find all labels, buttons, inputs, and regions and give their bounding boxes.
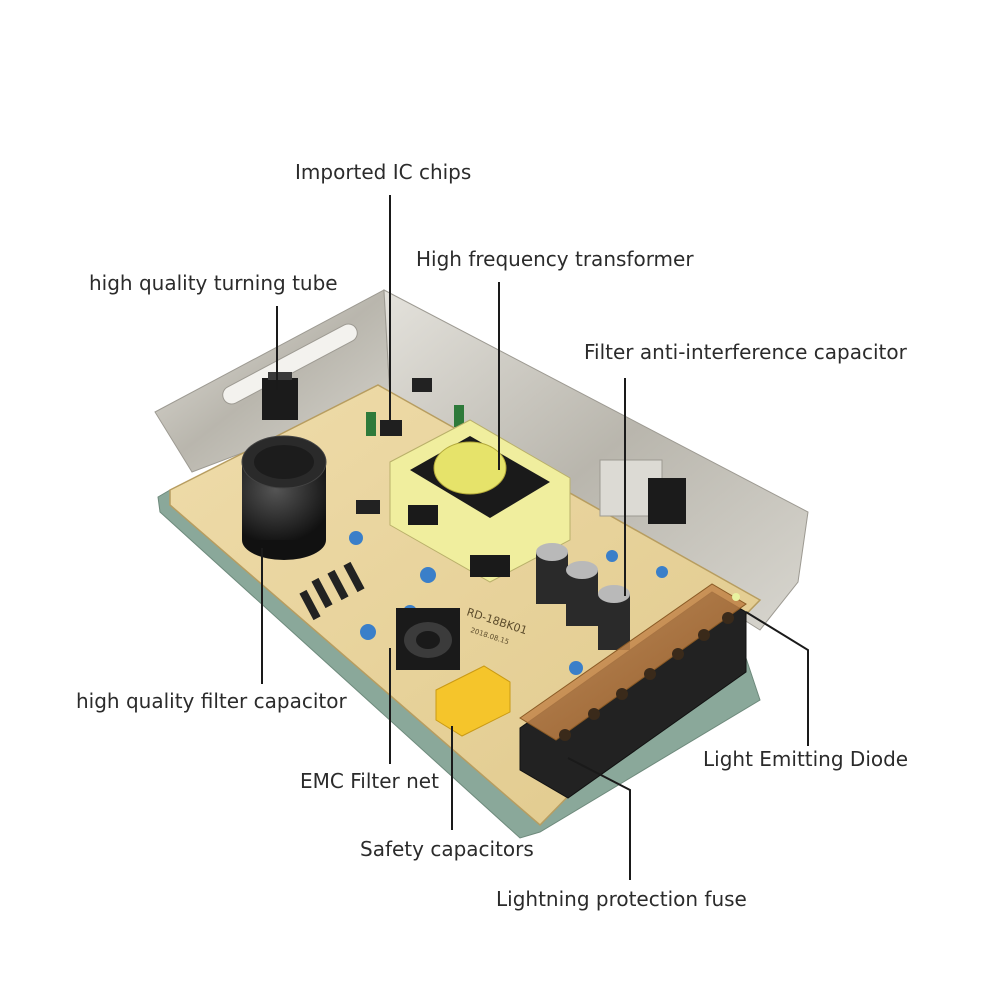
callout-line-fuse — [567, 757, 631, 880]
terminal-cover-part — [519, 583, 747, 741]
callout-emc-filter: EMC Filter net — [300, 769, 439, 793]
callout-fuse: Lightning protection fuse — [496, 887, 747, 911]
callout-ic-chips: Imported IC chips — [295, 160, 472, 184]
callout-turning-tube: high quality turning tube — [89, 271, 338, 295]
callout-filter-anti-interference: Filter anti-interference capacitor — [584, 340, 907, 364]
led-part — [732, 593, 740, 601]
callout-transformer: High frequency transformer — [416, 247, 694, 271]
callout-led: Light Emitting Diode — [703, 747, 909, 771]
callout-safety-capacitors: Safety capacitors — [360, 837, 534, 861]
safety-capacitor-part — [435, 665, 511, 737]
callout-filter-capacitor: high quality filter capacitor — [76, 689, 347, 713]
callout-line-led — [745, 611, 809, 746]
turning-tube-part — [262, 378, 298, 420]
